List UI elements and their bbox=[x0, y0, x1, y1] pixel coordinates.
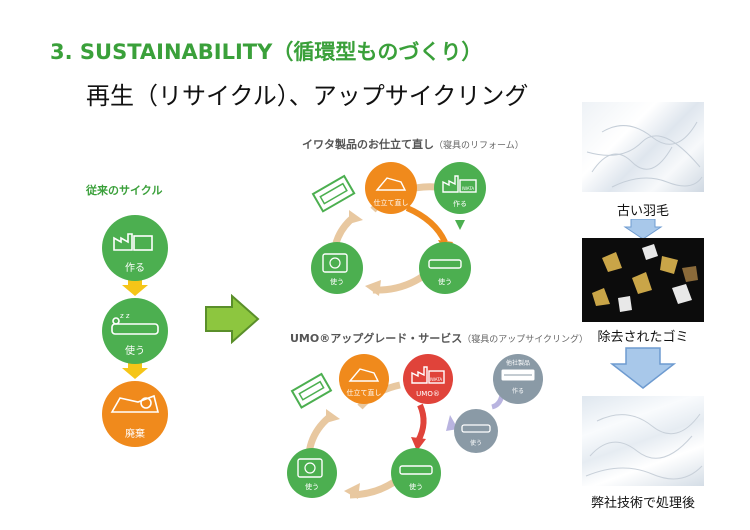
use-node bbox=[102, 298, 168, 364]
dispose-label: 廃棄 bbox=[125, 427, 145, 440]
iwata-cycle-note: （寝具のリフォーム） bbox=[434, 141, 524, 151]
iwata-remake-label: 仕立て直し bbox=[374, 198, 409, 207]
cycle-arrowhead bbox=[326, 409, 340, 423]
iwata-cycle-diagram: 仕立て直し IWATA 作る 使う 使う bbox=[311, 162, 486, 296]
umo-cycle-title: UMO®アップグレード・サービス bbox=[290, 332, 463, 345]
debris-texture bbox=[592, 244, 698, 312]
umo-cycle-note: （寝具のアップサイクリング） bbox=[462, 335, 589, 345]
factory-icon bbox=[411, 366, 445, 384]
umo-cycle-heading: UMO®アップグレード・サービス（寝具のアップサイクリング） bbox=[290, 330, 588, 346]
removed-debris-photo bbox=[582, 238, 704, 322]
other-brand-use-node bbox=[454, 409, 498, 453]
down-arrow bbox=[122, 360, 148, 379]
futon-icon: z z bbox=[111, 312, 159, 335]
down-arrow bbox=[455, 220, 465, 230]
iwata-make-label: 作る bbox=[453, 199, 467, 208]
down-texture bbox=[586, 121, 703, 188]
futon-icon bbox=[428, 259, 462, 269]
other-brand-use-label: 使う bbox=[470, 439, 482, 447]
process-arrow-small bbox=[623, 219, 663, 239]
umo-cycle-diagram: 仕立て直し IWATA UMO® 他社製品 作る 使う 使う 使う bbox=[287, 354, 543, 499]
washing-icon bbox=[297, 458, 323, 478]
traditional-cycle-diagram: 作る z z 使う 廃棄 bbox=[102, 215, 168, 447]
remake-arrow bbox=[405, 205, 448, 244]
removed-debris-caption: 除去されたゴミ bbox=[597, 330, 689, 345]
umo-use-node-right bbox=[391, 448, 441, 498]
iwata-sign: IWATA bbox=[462, 186, 474, 191]
umo-sign: IWATA bbox=[430, 377, 442, 382]
other-brand-label: 他社製品 bbox=[506, 359, 530, 367]
umo-use-label-right: 使う bbox=[409, 482, 423, 491]
umo-service-node bbox=[403, 354, 453, 404]
make-node bbox=[102, 215, 168, 281]
down-arrow bbox=[122, 277, 148, 296]
make-label: 作る bbox=[125, 262, 145, 274]
cycle-arrowhead bbox=[349, 210, 363, 224]
umo-arrowhead bbox=[411, 437, 426, 451]
iwata-cycle-title: イワタ製品のお仕立て直し bbox=[302, 138, 434, 151]
down-texture bbox=[585, 413, 703, 480]
tag-card-icon bbox=[311, 174, 356, 213]
process-arrow-large bbox=[610, 347, 676, 389]
umo-remake-label: 仕立て直し bbox=[347, 388, 382, 397]
umo-arrow bbox=[415, 403, 427, 443]
umo-remake-node bbox=[339, 354, 389, 404]
washing-drum-icon bbox=[304, 462, 316, 474]
slide-title: 3. SUSTAINABILITY（循環型ものづくり） bbox=[50, 40, 483, 64]
cycle-arrowhead bbox=[344, 483, 360, 499]
slide-subtitle: 再生（リサイクル）、アップサイクリング bbox=[86, 82, 529, 110]
processed-down-photo bbox=[582, 396, 704, 486]
processed-down-caption: 弊社技術で処理後 bbox=[590, 496, 695, 511]
factory-icon bbox=[113, 233, 153, 251]
transition-arrow bbox=[205, 294, 260, 344]
other-brand-make-label: 作る bbox=[512, 387, 524, 395]
old-down-photo bbox=[582, 102, 704, 192]
sewing-icon bbox=[348, 368, 380, 382]
sewing-icon bbox=[375, 177, 407, 191]
svg-text:z z: z z bbox=[120, 312, 130, 320]
washing-icon bbox=[322, 253, 348, 273]
umo-use-label-left: 使う bbox=[305, 482, 319, 491]
iwata-use-label-left: 使う bbox=[330, 277, 344, 286]
iwata-cycle-heading: イワタ製品のお仕立て直し（寝具のリフォーム） bbox=[302, 136, 524, 152]
tag-card-icon bbox=[290, 372, 333, 409]
iwata-remake-node bbox=[365, 162, 417, 214]
trash-pile-icon bbox=[110, 394, 160, 413]
factory-icon bbox=[442, 175, 477, 193]
futon-icon bbox=[461, 424, 491, 433]
use-label: 使う bbox=[125, 344, 145, 357]
cycle-arrowhead bbox=[365, 280, 381, 296]
umo-service-label: UMO® bbox=[416, 390, 440, 398]
old-down-caption: 古い羽毛 bbox=[616, 204, 669, 219]
iwata-use-label-right: 使う bbox=[438, 277, 452, 286]
futon-icon bbox=[399, 465, 433, 475]
washing-drum-icon bbox=[329, 257, 341, 269]
traditional-cycle-heading: 従来のサイクル bbox=[86, 184, 163, 197]
